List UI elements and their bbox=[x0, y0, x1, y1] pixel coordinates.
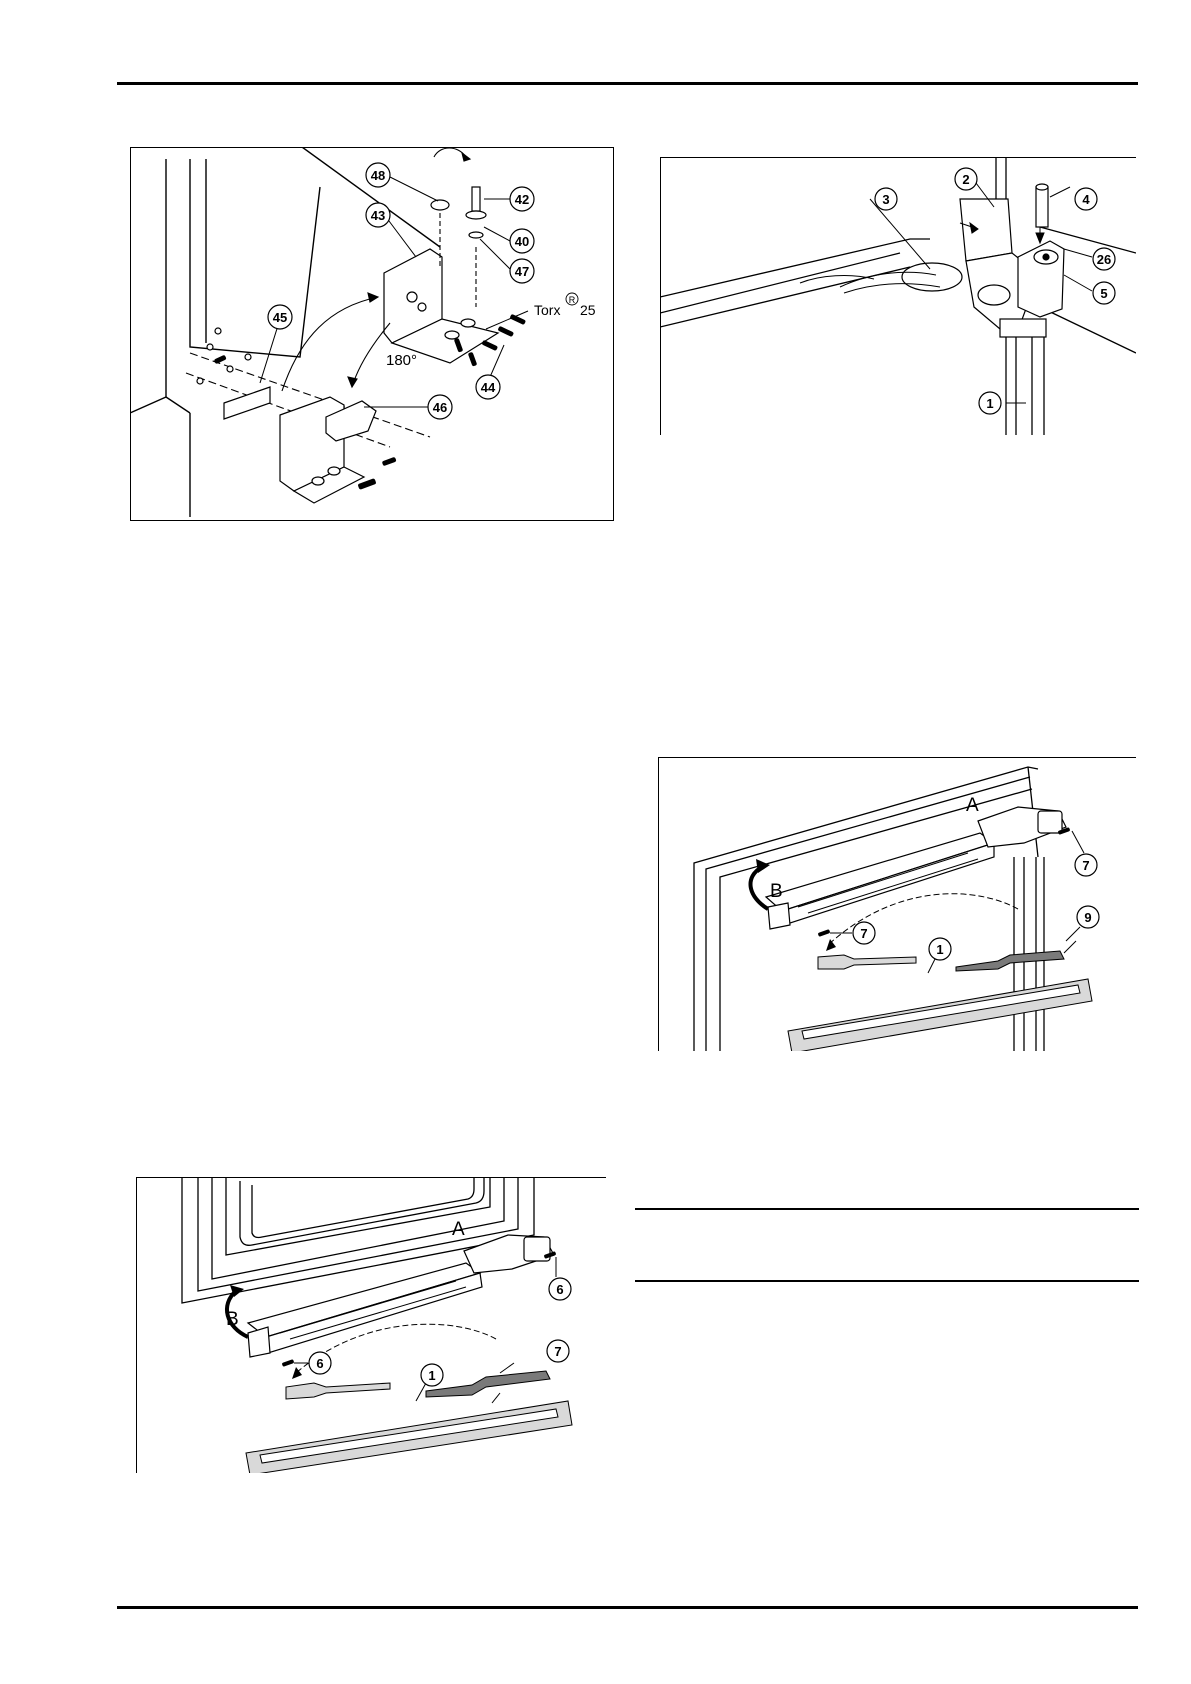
figure-hinge-swap-drawing: 48 43 42 40 47 45 44 46 Torx R 25 180° bbox=[130, 147, 614, 521]
note-rule-top bbox=[635, 1208, 1139, 1210]
rotation-angle-label: 180° bbox=[386, 352, 417, 369]
callout-40: 40 bbox=[515, 234, 529, 249]
figure-door-rail-lower: A B 6 6 7 1 bbox=[136, 1177, 606, 1473]
callout-42: 42 bbox=[515, 192, 529, 207]
header-rule bbox=[117, 82, 1138, 85]
callout-2: 2 bbox=[962, 172, 969, 187]
figure-door-rail-upper: A B 7 7 9 1 bbox=[658, 757, 1136, 1051]
callout-46: 46 bbox=[433, 400, 447, 415]
callout-43: 43 bbox=[371, 208, 385, 223]
callout-48: 48 bbox=[371, 168, 385, 183]
torx-size: 25 bbox=[580, 302, 596, 318]
figure-door-hinge: 2 3 4 26 5 1 bbox=[660, 157, 1136, 435]
torx-label: Torx bbox=[534, 302, 560, 318]
label-b-lower: B bbox=[226, 1309, 239, 1330]
callout-4: 4 bbox=[1082, 192, 1090, 207]
figure-door-hinge-drawing: 2 3 4 26 5 1 bbox=[660, 157, 1136, 435]
callout-3: 3 bbox=[882, 192, 889, 207]
figure-door-rail-lower-drawing: A B 6 6 7 1 bbox=[136, 1177, 606, 1473]
figure-hinge-swap: 48 43 42 40 47 45 44 46 Torx R 25 180° bbox=[130, 147, 614, 521]
callout-7-left: 7 bbox=[860, 926, 867, 941]
callout-6-left: 6 bbox=[316, 1356, 323, 1371]
label-a: A bbox=[966, 795, 979, 816]
figure-door-rail-upper-drawing: A B 7 7 9 1 bbox=[658, 757, 1136, 1051]
callout-9: 9 bbox=[1084, 910, 1091, 925]
callout-5: 5 bbox=[1100, 286, 1107, 301]
callout-7-lower: 7 bbox=[554, 1344, 561, 1359]
note-rule-bottom bbox=[635, 1280, 1139, 1282]
callout-6-right: 6 bbox=[556, 1282, 563, 1297]
callout-47: 47 bbox=[515, 264, 529, 279]
callout-44: 44 bbox=[481, 380, 496, 395]
callout-26: 26 bbox=[1097, 252, 1111, 267]
callout-1: 1 bbox=[986, 396, 993, 411]
callout-1-middle: 1 bbox=[936, 942, 943, 957]
callout-1-lower: 1 bbox=[428, 1368, 435, 1383]
torx-registered-mark: R bbox=[569, 295, 576, 305]
callout-45: 45 bbox=[273, 310, 287, 325]
footer-rule bbox=[117, 1606, 1138, 1609]
label-a-lower: A bbox=[452, 1219, 465, 1240]
callout-7-right: 7 bbox=[1082, 858, 1089, 873]
label-b: B bbox=[770, 881, 783, 902]
